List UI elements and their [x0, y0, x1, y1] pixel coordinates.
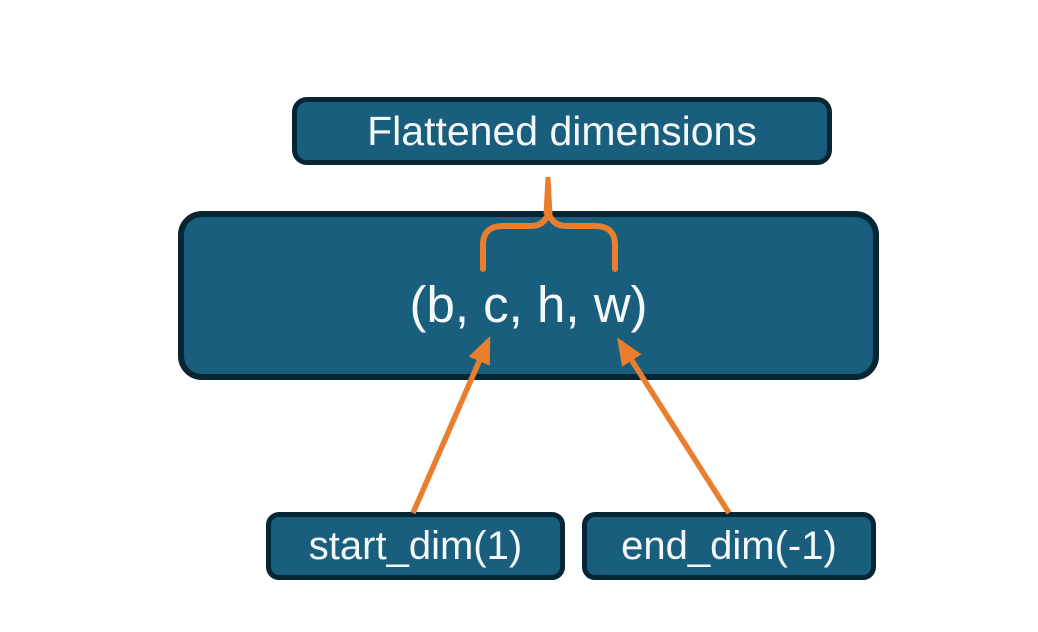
node-tensor-shape: (b, c, h, w): [178, 211, 879, 380]
node-start-dim: start_dim(1): [266, 512, 565, 580]
node-end-dim: end_dim(-1): [582, 512, 876, 580]
tensor-shape-label: (b, c, h, w): [409, 276, 648, 333]
flattened-dimensions-label: Flattened dimensions: [367, 107, 757, 154]
end-dim-label: end_dim(-1): [621, 524, 837, 568]
node-flattened-dimensions: Flattened dimensions: [292, 97, 832, 165]
brace-stem: [543, 177, 553, 214]
start-dim-label: start_dim(1): [308, 524, 523, 568]
